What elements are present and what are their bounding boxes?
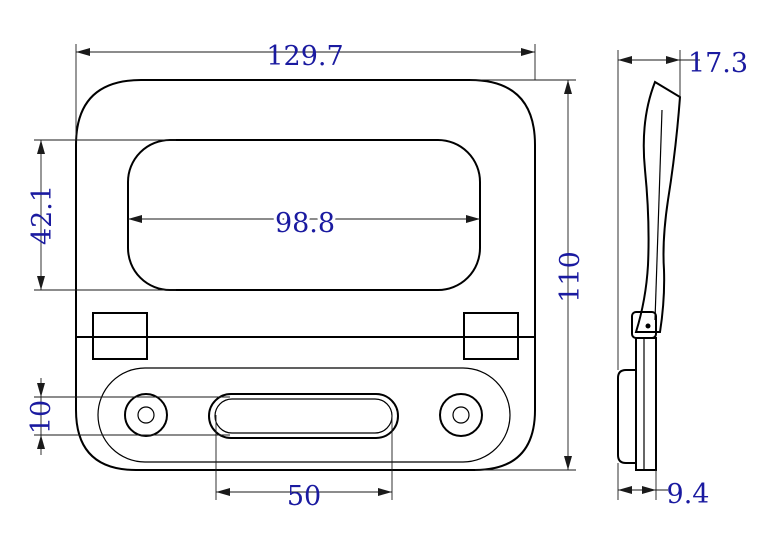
side-handle-highlight (654, 109, 663, 321)
side-base-plate (617, 369, 636, 464)
dim-overall-height: 110 (555, 251, 586, 303)
hinge-lug-left (92, 312, 148, 360)
dim-slot-height: 10 (26, 400, 57, 434)
front-dimensions: 129.7 42.1 98.8 98.8 110 10 50 (26, 41, 586, 512)
hinge-lug-right (463, 312, 519, 360)
front-view (75, 79, 536, 471)
screw-hole-left (124, 393, 168, 437)
base-plate (75, 337, 536, 471)
dim-side-top-width: 17.3 (688, 48, 748, 79)
dim-slot-width: 50 (287, 481, 321, 512)
screw-hole-right (439, 393, 483, 437)
side-view (617, 80, 682, 471)
recessed-plate (97, 367, 511, 463)
side-hinge-knuckle (631, 311, 657, 339)
slot-outer (208, 393, 399, 439)
side-handle-arm (634, 80, 682, 333)
dim-overall-width: 129.7 (266, 41, 343, 72)
dim-opening-width-label: 98.8 (275, 208, 335, 239)
side-hinge-pin (645, 323, 651, 329)
grip-opening (127, 139, 481, 291)
screw-hole-right-inner (452, 406, 470, 424)
side-dimensions: 17.3 9.4 (617, 48, 748, 510)
handle-outline (75, 79, 536, 337)
dim-side-bottom-width: 9.4 (667, 479, 710, 510)
slot-inner (214, 398, 393, 434)
dim-opening-width: 98.8 (275, 208, 335, 239)
side-bracket (635, 337, 657, 471)
screw-hole-left-inner (137, 406, 155, 424)
dim-opening-height: 42.1 (27, 185, 58, 245)
